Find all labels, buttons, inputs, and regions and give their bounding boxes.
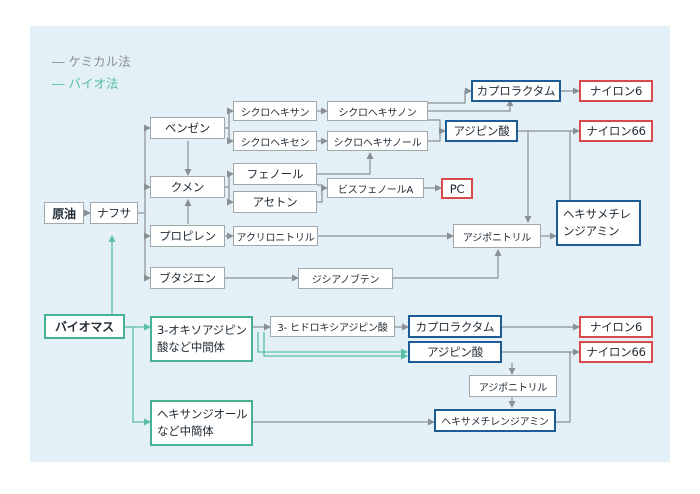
node-caprolactam: カプロラクタム [471, 80, 561, 102]
node-bio-nylon66: ナイロン66 [579, 341, 653, 363]
node-bio-hexamethylenediamine: ヘキサメチレンジアミン [434, 409, 556, 432]
node-pc: PC [441, 178, 473, 199]
node-bio-caprolactam: カプロラクタム [408, 315, 502, 338]
legend-bio: ― バイオ法 [52, 76, 119, 91]
node-hexanediol-intermediate: ヘキサンジオールなど中簡体 [150, 400, 253, 446]
node-cyclohexane: シクロヘキサン [233, 101, 317, 121]
node-cyclohexanol: シクロヘキサノール [327, 131, 428, 151]
node-propylene: プロピレン [150, 225, 225, 247]
node-hydroxyadipic-acid: 3- ヒドロキシアジピン酸 [270, 316, 395, 337]
node-naphtha: ナフサ [90, 202, 138, 224]
node-dicyanobutene: ジシアノブテン [298, 268, 393, 289]
node-adipic-acid: アジピン酸 [445, 120, 518, 142]
node-phenol: フェノール [233, 163, 317, 185]
node-adiponitrile: アジポニトリル [453, 224, 541, 248]
node-bisphenol-a: ビスフェノールA [327, 178, 424, 198]
node-butadiene: ブタジエン [150, 267, 225, 289]
node-bio-adiponitrile: アジポニトリル [469, 375, 557, 397]
node-bio-nylon6: ナイロン6 [579, 316, 653, 338]
node-benzene: ベンゼン [150, 117, 225, 139]
node-hexamethylenediamine: ヘキサメチレンジアミン [556, 200, 641, 246]
node-bio-adipic-acid: アジピン酸 [408, 341, 502, 363]
node-nylon66: ナイロン66 [579, 120, 653, 142]
node-biomass: バイオマス [44, 314, 125, 339]
node-acrylonitrile: アクリロニトリル [233, 226, 318, 246]
node-cumene: クメン [150, 176, 225, 198]
node-cyclohexene: シクロヘキセン [233, 131, 317, 151]
node-oxoadipic-intermediate: 3-オキソアジピン酸など中間体 [150, 316, 253, 362]
node-nylon6: ナイロン6 [579, 80, 653, 102]
node-cyclohexanone: シクロヘキサノン [327, 101, 428, 121]
legend-chemical: ― ケミカル法 [52, 54, 131, 69]
node-crude-oil: 原油 [44, 202, 84, 224]
node-acetone: アセトン [233, 191, 317, 213]
